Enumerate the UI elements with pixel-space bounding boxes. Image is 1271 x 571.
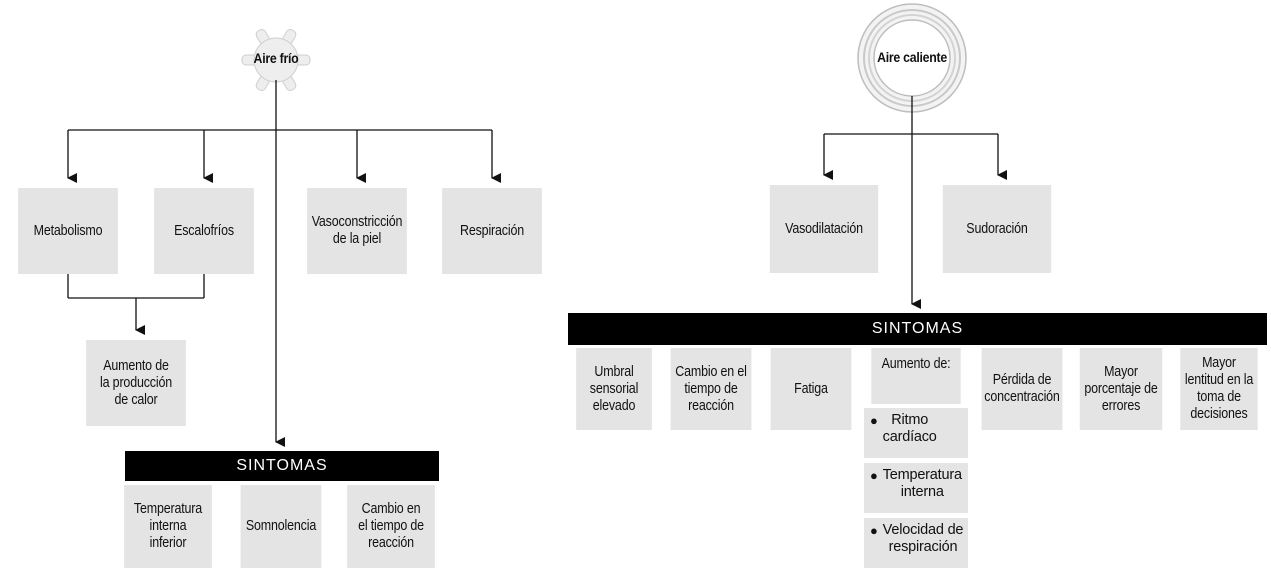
cold-symptom-drowsiness: Somnolencia <box>240 485 322 568</box>
hot-symptom-sensory-threshold: Umbral sensorial elevado <box>576 348 652 430</box>
bullet-icon: ● <box>870 523 878 538</box>
result-heat-production: Aumento de la producción de calor <box>86 340 186 426</box>
bullet-icon: ● <box>870 468 878 483</box>
snowflake-icon <box>241 29 311 91</box>
hot-symptom-concentration-loss: Pérdida de concentración <box>981 348 1063 430</box>
increase-item-core-temp: ● Temperatura interna <box>864 463 968 513</box>
increase-item-breathing-rate: ● Velocidad de respiración <box>864 518 968 568</box>
hot-symptom-slower-decisions: Mayor lentitud en la toma de decisiones <box>1180 348 1258 430</box>
hot-symptom-fatigue: Fatiga <box>770 348 852 430</box>
effect-sweating: Sudoración <box>942 185 1052 273</box>
bullet-icon: ● <box>870 413 878 428</box>
effect-metabolism: Metabolismo <box>18 188 118 274</box>
hot-symptom-more-errors: Mayor porcentaje de errores <box>1079 348 1163 430</box>
effect-vasoconstriction: Vasoconstricción de la piel <box>307 188 407 274</box>
increase-item-label: Temperatura interna <box>882 467 962 500</box>
cold-symptoms-header: SINTOMAS <box>125 451 439 481</box>
hot-symptoms-header: SINTOMAS <box>568 313 1267 345</box>
increase-item-label: Velocidad de respiración <box>882 522 964 555</box>
increase-item-heart-rate: ● Ritmo cardíaco <box>864 408 968 458</box>
cold-symptom-reaction-time: Cambio en el tiempo de reacción <box>347 485 435 568</box>
effect-vasodilation: Vasodilatación <box>769 185 879 273</box>
effect-shivering: Escalofríos <box>154 188 254 274</box>
sun-icon <box>857 3 967 113</box>
hot-air-label: Aire caliente <box>877 49 947 65</box>
increase-item-label: Ritmo cardíaco <box>882 412 937 445</box>
cold-symptom-low-core-temp: Temperatura interna inferior <box>124 485 212 568</box>
hot-symptom-increase-of: Aumento de: <box>871 348 961 404</box>
effect-breathing: Respiración <box>442 188 542 274</box>
hot-symptom-reaction-time: Cambio en el tiempo de reacción <box>670 348 752 430</box>
cold-air-label: Aire frío <box>253 50 299 66</box>
